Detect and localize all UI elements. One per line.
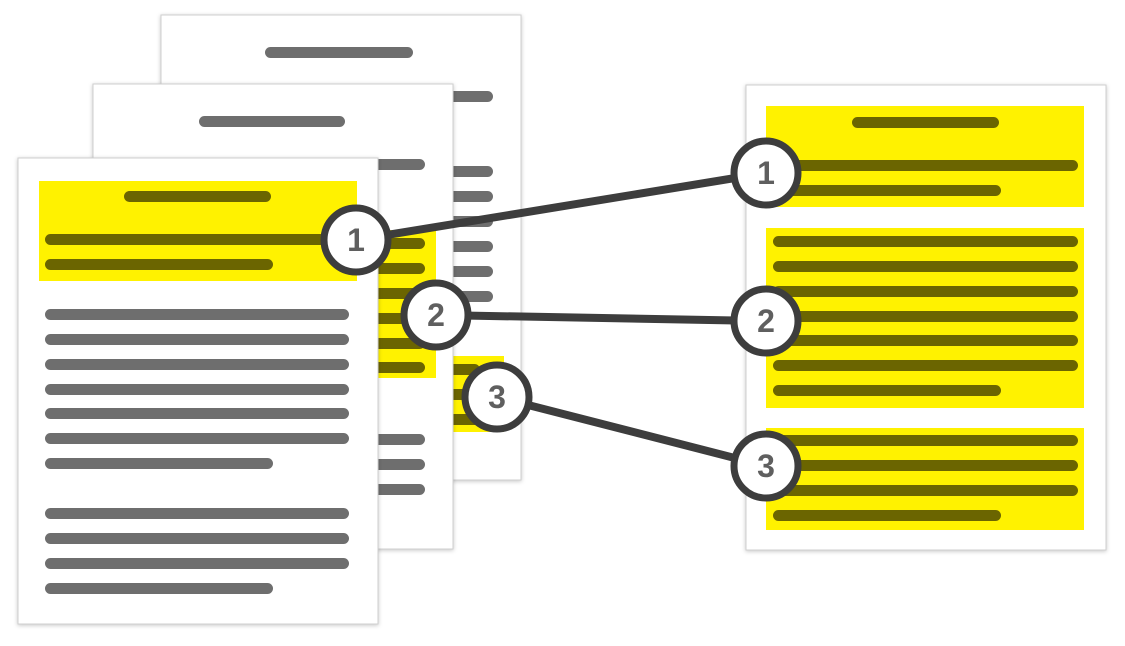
text-line — [378, 434, 425, 445]
callout-1-source: 1 — [320, 204, 392, 276]
text-line — [378, 362, 425, 373]
text-line — [773, 335, 1078, 346]
text-line — [773, 460, 1078, 471]
callouts: 1 2 3 1 2 3 — [320, 137, 802, 502]
title-line — [265, 47, 413, 58]
text-line — [453, 266, 493, 277]
text-line — [378, 263, 425, 274]
callout-2-target: 2 — [730, 285, 802, 357]
text-line — [45, 384, 349, 395]
title-line — [852, 117, 999, 128]
callout-label: 2 — [757, 303, 775, 339]
text-line — [45, 309, 349, 320]
text-line — [453, 191, 493, 202]
text-line — [378, 484, 425, 495]
connector-3 — [493, 393, 770, 470]
text-line — [45, 508, 349, 519]
text-line — [773, 311, 1078, 322]
callout-3-source: 3 — [461, 361, 533, 433]
title-line — [199, 116, 345, 127]
callout-label: 2 — [427, 297, 445, 333]
text-line — [773, 286, 1078, 297]
text-line — [45, 234, 349, 245]
text-line — [45, 259, 273, 270]
text-line — [45, 583, 273, 594]
callout-3-target: 3 — [730, 430, 802, 502]
callout-label: 1 — [757, 155, 775, 191]
text-line — [453, 241, 493, 252]
text-line — [773, 160, 1078, 171]
connector-2 — [432, 311, 770, 325]
text-line — [773, 261, 1078, 272]
callout-label: 3 — [488, 379, 506, 415]
callout-label: 3 — [757, 448, 775, 484]
text-line — [773, 236, 1078, 247]
text-line — [773, 185, 1001, 196]
text-line — [773, 435, 1078, 446]
text-line — [773, 360, 1078, 371]
title-line — [124, 191, 271, 202]
merged-document — [745, 84, 1107, 551]
text-line — [453, 91, 493, 102]
connectors — [352, 169, 770, 470]
text-line — [45, 359, 349, 370]
callout-1-target: 1 — [730, 137, 802, 209]
text-line — [453, 166, 493, 177]
text-line — [773, 485, 1078, 496]
text-line — [45, 458, 273, 469]
text-line — [45, 533, 349, 544]
callout-label: 1 — [347, 222, 365, 258]
text-line — [378, 159, 425, 170]
text-line — [45, 433, 349, 444]
text-line — [45, 558, 349, 569]
callout-2-source: 2 — [400, 279, 472, 351]
text-line — [378, 459, 425, 470]
text-line — [45, 408, 349, 419]
connector-1 — [352, 169, 770, 244]
text-line — [45, 334, 349, 345]
text-line — [773, 510, 1001, 521]
source-document-front — [17, 157, 379, 625]
text-line — [773, 385, 1001, 396]
